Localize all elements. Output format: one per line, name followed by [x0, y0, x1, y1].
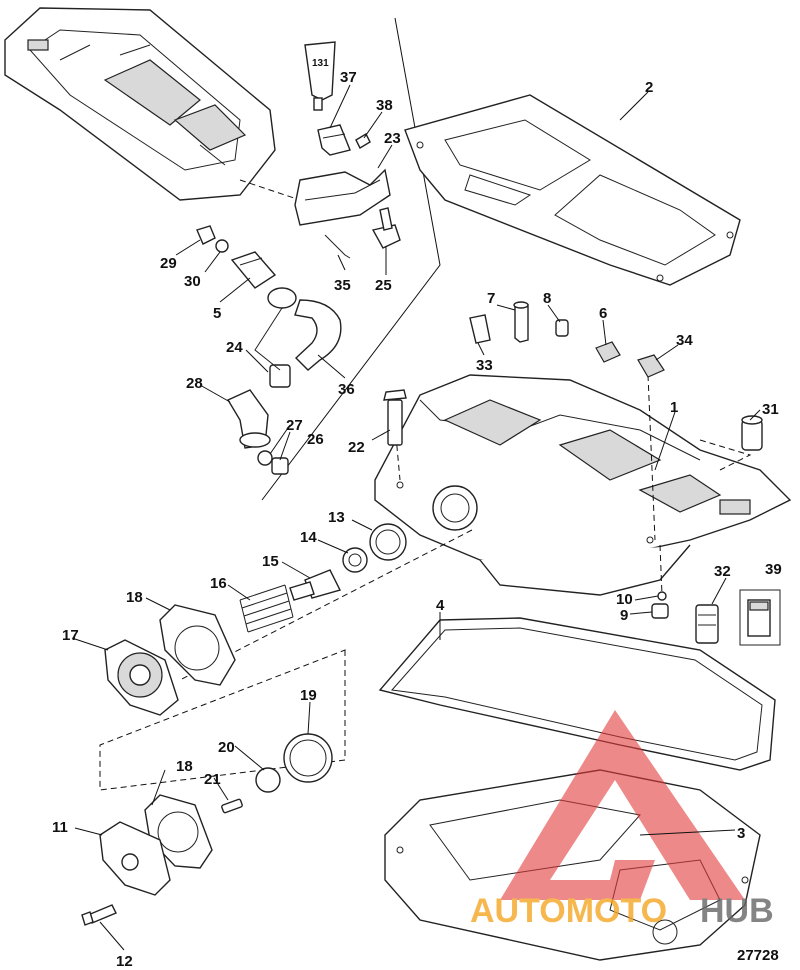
callout-17: 17: [62, 627, 79, 644]
leader-lines: [71, 84, 761, 951]
watermark-logo-triangle: [500, 710, 745, 900]
callout-15: 15: [262, 553, 279, 570]
fitting-25: [371, 207, 401, 249]
callout-18b: 18: [176, 758, 193, 775]
callout-3: 3: [737, 825, 745, 842]
callout-39: 39: [765, 561, 782, 578]
washer-30: [215, 239, 229, 253]
seal-13: [369, 523, 407, 561]
hose-36: [294, 299, 342, 371]
adapter-plate-main: [374, 374, 792, 596]
callout-labels: 1 2 3 4 5 6 7 8 9 10 11 12 13 14 15 16 1…: [52, 69, 782, 970]
tube-label: 131: [312, 58, 329, 69]
callout-27: 27: [286, 417, 303, 434]
callout-34: 34: [676, 332, 693, 349]
gasket-18-upper: [159, 604, 236, 686]
callout-28: 28: [186, 375, 203, 392]
seal-27: [257, 450, 273, 466]
screw-21: [221, 798, 243, 814]
callout-9: 9: [620, 607, 628, 624]
callout-13: 13: [328, 509, 345, 526]
insert-32: [695, 604, 719, 644]
elbow-housing-23: [294, 168, 391, 226]
callout-35: 35: [334, 277, 351, 294]
washer-14: [342, 547, 368, 573]
screw-38: [355, 133, 371, 149]
spring-16: [239, 584, 294, 633]
pin-7: [513, 301, 529, 343]
callout-21: 21: [204, 771, 221, 788]
callout-26: 26: [307, 431, 324, 448]
callout-12: 12: [116, 953, 133, 970]
callout-37: 37: [340, 69, 357, 86]
callout-4: 4: [436, 597, 445, 614]
callout-8: 8: [543, 290, 551, 307]
clamp-24: [267, 287, 297, 388]
dowel-8: [555, 319, 569, 337]
subassembly-divider: [261, 17, 441, 501]
callout-1: 1: [670, 399, 678, 416]
washer-10: [657, 591, 667, 601]
callout-10: 10: [616, 591, 633, 608]
sealant-tube-131: 131: [304, 41, 336, 111]
callout-36: 36: [338, 381, 355, 398]
hose-35: [324, 234, 351, 259]
watermark-word-2: HUB: [700, 892, 774, 930]
fitting-5: [230, 251, 277, 289]
callout-38: 38: [376, 97, 393, 114]
fitting-33: [469, 314, 491, 344]
callout-30: 30: [184, 273, 201, 290]
clip-29: [196, 225, 216, 245]
sleeve-31: [741, 415, 763, 451]
elbow-28: [226, 389, 271, 449]
cap-9: [651, 603, 669, 619]
callout-7: 7: [487, 290, 495, 307]
diaphragm-19: [283, 733, 333, 783]
callout-24: 24: [226, 339, 243, 356]
figure-number: 27728: [737, 947, 779, 964]
bolt-12: [81, 904, 117, 926]
callout-29: 29: [160, 255, 177, 272]
cover-17: [104, 639, 179, 716]
gasket-2: [404, 94, 741, 286]
callout-6: 6: [599, 305, 607, 322]
callout-19: 19: [300, 687, 317, 704]
seal-4: [378, 617, 776, 771]
plug-34: [637, 354, 665, 378]
callout-20: 20: [218, 739, 235, 756]
bolt-22: [383, 389, 407, 446]
callout-5: 5: [213, 305, 221, 322]
callout-32: 32: [714, 563, 731, 580]
poppet-15: [289, 569, 342, 601]
callout-2: 2: [645, 79, 653, 96]
sensor-39-box: [739, 589, 781, 646]
watermark-word-1: AUTOMOTO: [470, 892, 667, 930]
callout-18a: 18: [126, 589, 143, 606]
callout-23: 23: [384, 130, 401, 147]
plate-20: [255, 767, 281, 793]
callout-16: 16: [210, 575, 227, 592]
callout-33: 33: [476, 357, 493, 374]
bracket-37: [317, 124, 351, 156]
sleeve-26: [271, 457, 289, 475]
adapter-plate-upper: [4, 7, 276, 201]
callout-14: 14: [300, 529, 317, 546]
automotohub-watermark: AUTOMOTO HUB: [470, 710, 774, 930]
callout-25: 25: [375, 277, 392, 294]
callout-31: 31: [762, 401, 779, 418]
plug-6: [595, 341, 621, 363]
callout-22: 22: [348, 439, 365, 456]
callout-11: 11: [52, 819, 68, 836]
cover-11: [99, 821, 171, 896]
